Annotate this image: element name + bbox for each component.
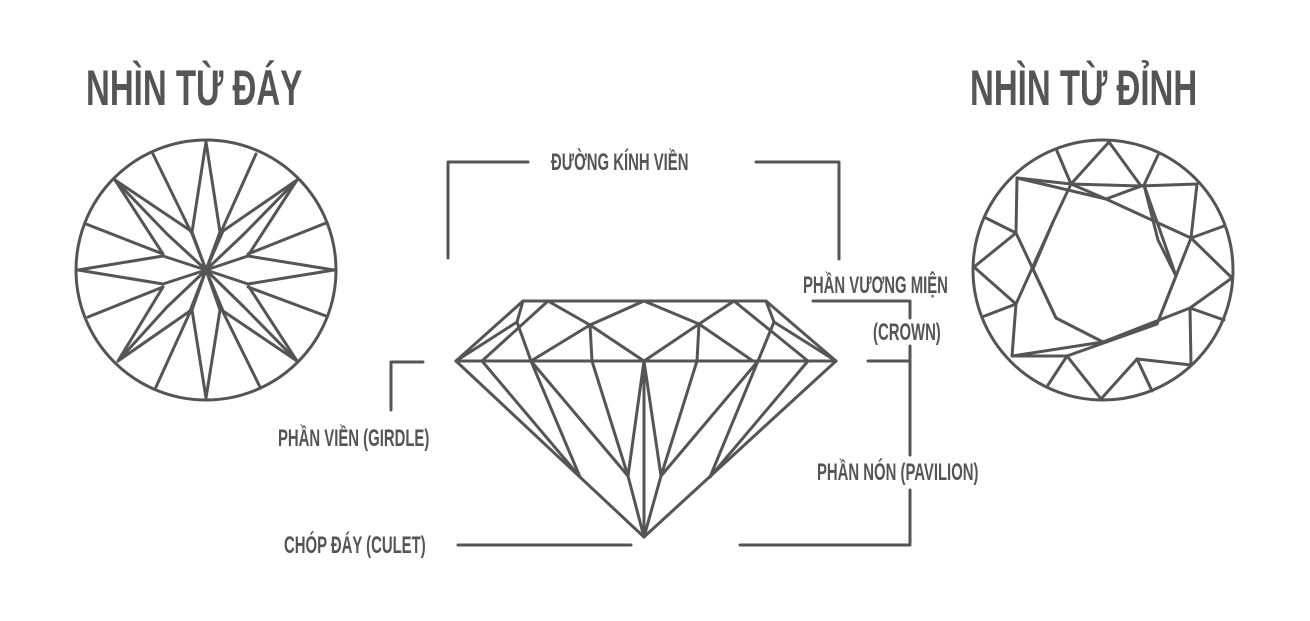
crown-bracket [811,299,912,457]
diameter-bracket [446,160,841,261]
side-view-diamond-icon [454,299,838,539]
bottom-view-title: NHÌN TỪ ĐÁY [86,60,303,116]
culet-label: CHÓP ĐÁY (CULET) [284,532,426,559]
pavilion-bracket [738,488,912,547]
pavilion-label: PHẦN NÓN (PAVILION) [817,459,979,486]
girdle-label: PHẦN VIỀN (GIRDLE) [278,425,430,452]
crown-en-label: (CROWN) [873,319,941,346]
diameter-label: ĐƯỜNG KÍNH VIỀN [551,149,689,176]
top-view-diamond-icon [971,138,1235,402]
bottom-view-diamond-icon [74,138,338,402]
crown-label: PHẦN VƯƠNG MIỆN [803,272,948,299]
girdle-bracket [389,360,425,412]
top-view-title: NHÌN TỪ ĐỈNH [970,60,1198,116]
